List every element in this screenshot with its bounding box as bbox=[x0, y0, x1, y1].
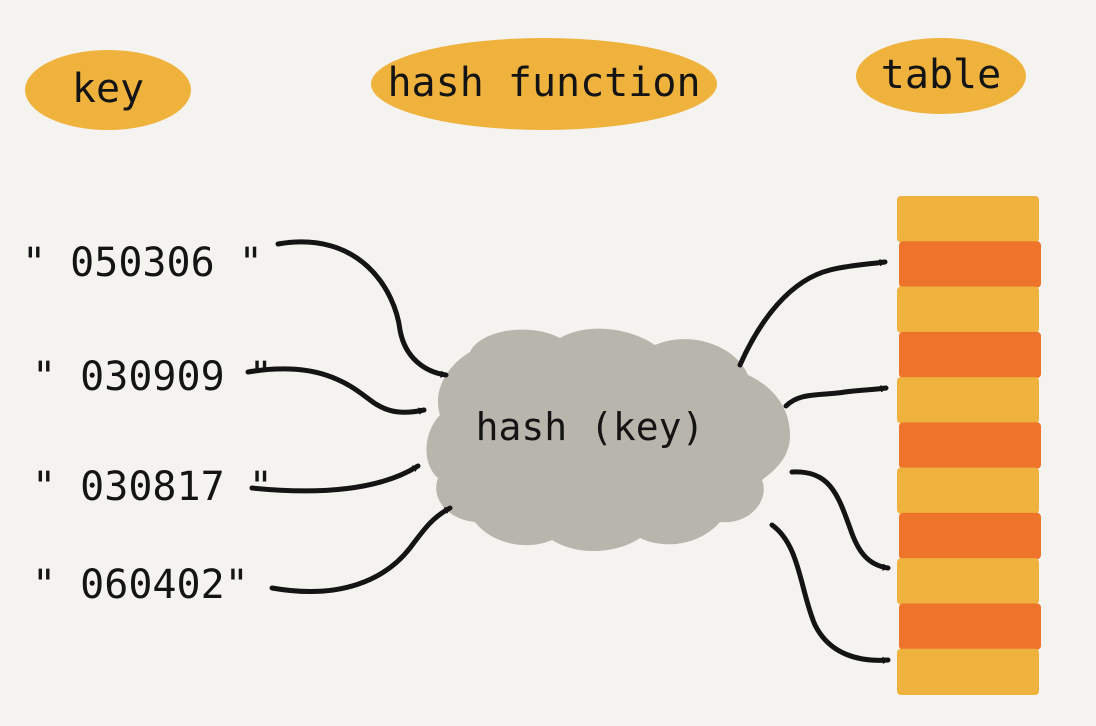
arrow-hash-to-slot-11 bbox=[769, 522, 891, 664]
header-hash-function-pill bbox=[371, 38, 717, 130]
table-slot-6 bbox=[899, 422, 1041, 469]
header-key-label: key bbox=[72, 66, 144, 112]
hash-function-label: hash (key) bbox=[476, 405, 705, 449]
header-hash-function-label: hash function bbox=[387, 60, 700, 106]
hash-table bbox=[897, 196, 1041, 695]
table-slot-9 bbox=[897, 558, 1039, 605]
header-key-pill bbox=[25, 50, 191, 130]
table-slot-3 bbox=[897, 286, 1039, 333]
header-hash-function: hash function bbox=[371, 38, 717, 130]
arrow-key4-to-hash bbox=[269, 505, 453, 594]
hash-cloud bbox=[426, 328, 790, 552]
arrow-hash-to-slot-5 bbox=[783, 385, 889, 409]
arrow-key1-to-hash bbox=[275, 239, 449, 378]
table-slot-1 bbox=[897, 196, 1039, 243]
header-table-label: table bbox=[881, 52, 1001, 98]
key-label-4: " 060402" bbox=[32, 562, 249, 608]
arrow-key3-to-hash bbox=[249, 463, 421, 494]
table-slot-7 bbox=[897, 467, 1039, 514]
arrow-hash-to-slot-2 bbox=[737, 259, 888, 368]
key-label-1: " 050306 " bbox=[22, 240, 263, 286]
arrow-hash-to-slot-9 bbox=[789, 469, 891, 571]
key-label-2: " 030909 " bbox=[32, 354, 273, 400]
table-slot-4 bbox=[899, 331, 1041, 379]
header-table-pill bbox=[856, 38, 1026, 114]
header-key: key bbox=[25, 50, 191, 130]
header-table: table bbox=[856, 38, 1026, 114]
table-slot-2 bbox=[899, 241, 1041, 288]
arrow-key2-to-hash bbox=[245, 366, 427, 415]
table-slot-11 bbox=[897, 648, 1039, 695]
table-slot-10 bbox=[899, 603, 1041, 650]
key-label-3: " 030817 " bbox=[32, 464, 273, 510]
table-slot-5 bbox=[897, 377, 1039, 424]
table-slot-8 bbox=[899, 512, 1041, 560]
